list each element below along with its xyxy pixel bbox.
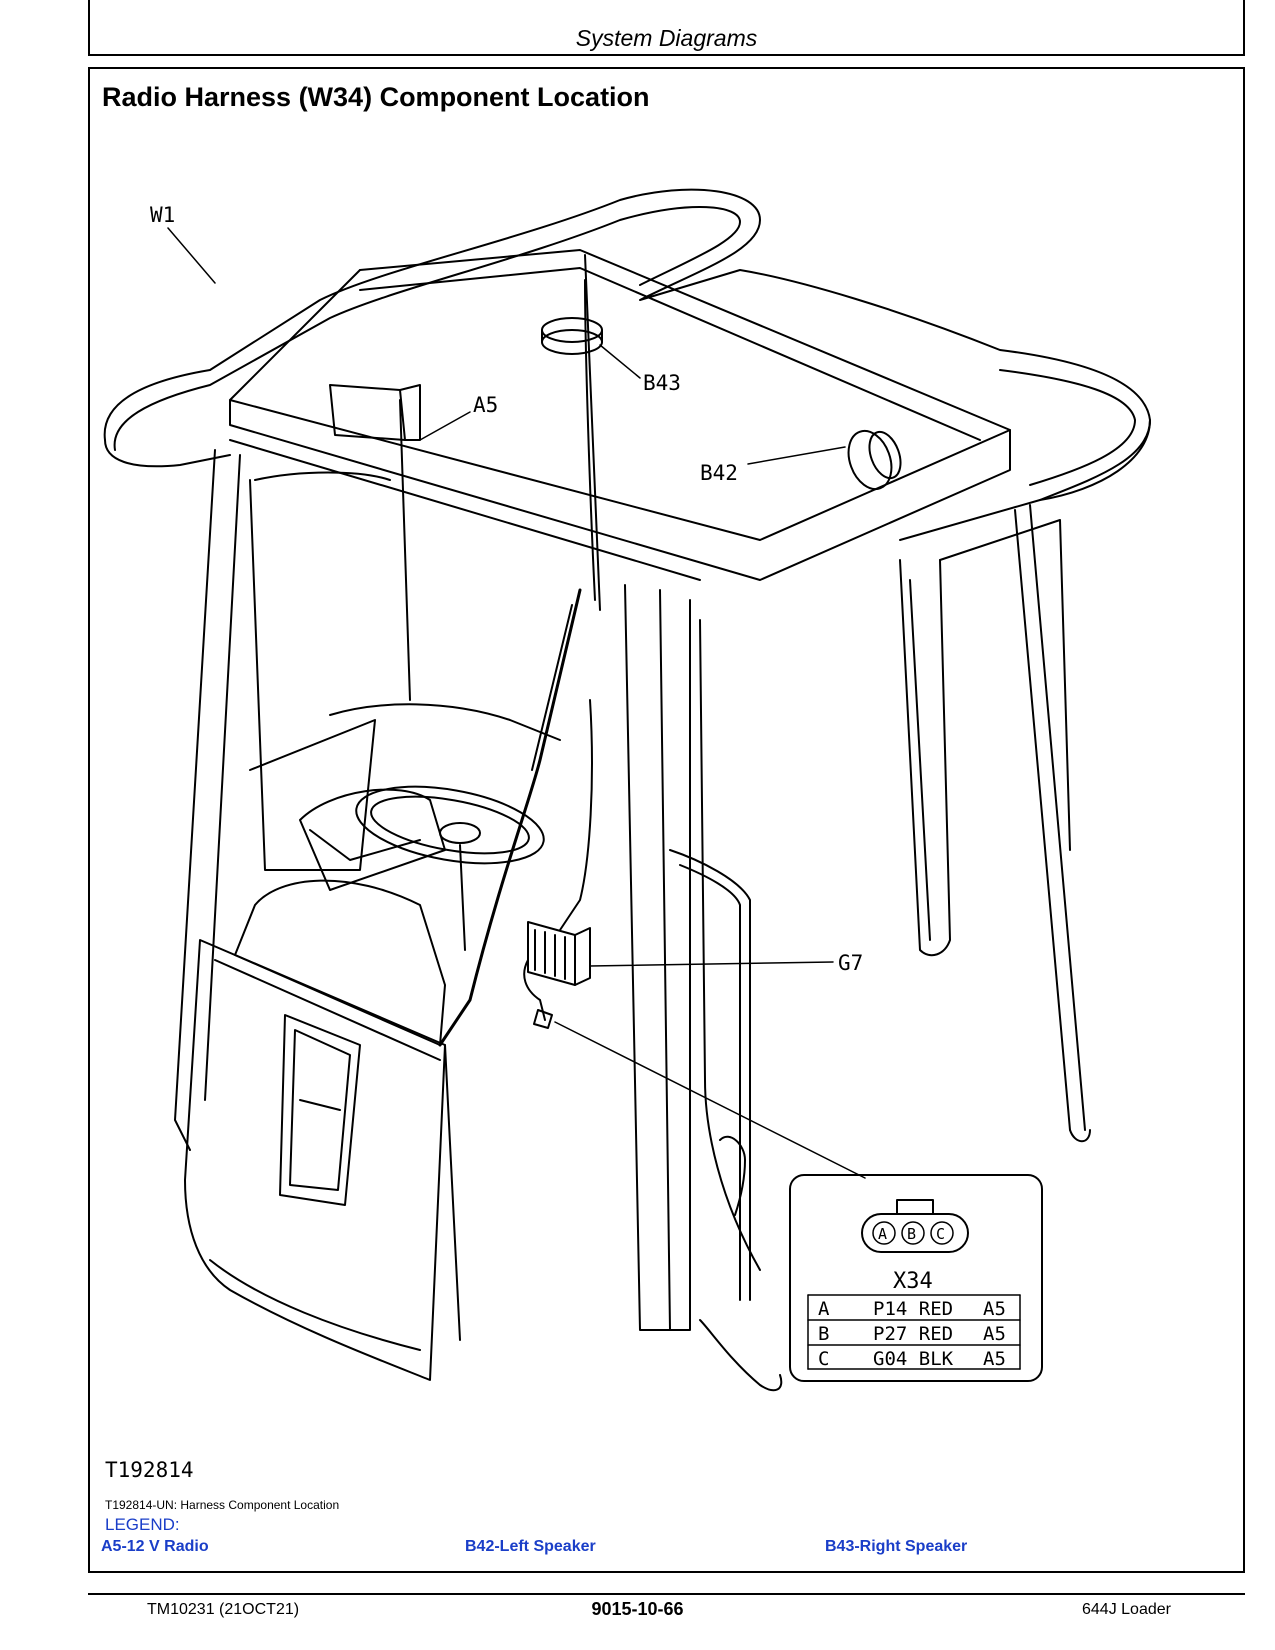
section-title: System Diagrams bbox=[575, 25, 758, 51]
pin-a-label: A bbox=[878, 1225, 887, 1243]
x34-leader bbox=[554, 1021, 866, 1179]
cab-right-post bbox=[1014, 509, 1071, 1131]
callout-w1: W1 bbox=[150, 203, 175, 227]
pin-b-label: B bbox=[907, 1225, 916, 1243]
right-door-frame bbox=[899, 559, 951, 957]
connector-table bbox=[807, 1294, 1021, 1370]
cab-component-diagram: W1 B43 A5 B42 G7 A B C X34 A P14 RED A5 … bbox=[103, 188, 1151, 1392]
b43-leader bbox=[599, 344, 641, 379]
roof-grab-rail bbox=[103, 188, 1151, 541]
connector-body bbox=[861, 1213, 969, 1253]
row-a-dest: A5 bbox=[983, 1298, 1006, 1320]
content-frame bbox=[88, 67, 1245, 1573]
console-vent bbox=[279, 1014, 361, 1206]
row-a-pin: A bbox=[818, 1298, 830, 1320]
cab-left-front-post bbox=[174, 449, 216, 1151]
b42-leader bbox=[747, 446, 846, 465]
legend-item-b43: B43-Right Speaker bbox=[825, 1538, 968, 1555]
front-console bbox=[184, 939, 446, 1381]
footer-model: 644J Loader bbox=[1082, 1601, 1171, 1618]
connector-latch bbox=[896, 1199, 934, 1215]
row-b-wire: P27 RED bbox=[873, 1323, 953, 1345]
row-a-wire: P14 RED bbox=[873, 1298, 953, 1320]
callout-a5: A5 bbox=[473, 393, 498, 417]
pin-c bbox=[930, 1221, 954, 1245]
pin-a bbox=[872, 1221, 896, 1245]
figure-caption: T192814-UN: Harness Component Location bbox=[105, 1498, 340, 1512]
b42-speaker bbox=[847, 429, 893, 491]
header-box: System Diagrams bbox=[88, 0, 1245, 56]
roof-front-beam bbox=[229, 399, 1011, 581]
connector-name: X34 bbox=[893, 1269, 933, 1294]
a5-radio bbox=[329, 384, 406, 441]
harness-run bbox=[438, 588, 582, 1047]
w1-leader bbox=[167, 227, 216, 284]
row-c-dest: A5 bbox=[983, 1348, 1006, 1370]
g7-leader bbox=[589, 961, 834, 967]
steering-wheel bbox=[355, 785, 545, 865]
footer-page-number: 9015-10-66 bbox=[591, 1599, 684, 1619]
callout-g7: G7 bbox=[838, 951, 863, 975]
legend-item-b42: B42-Left Speaker bbox=[465, 1538, 596, 1555]
row-b-dest: A5 bbox=[983, 1323, 1006, 1345]
callout-b42: B42 bbox=[700, 461, 738, 485]
figure-id: T192814 bbox=[105, 1458, 194, 1482]
row-c-pin: C bbox=[818, 1348, 829, 1370]
legend-item-a5: A5-12 V Radio bbox=[101, 1538, 209, 1555]
a5-leader bbox=[419, 411, 471, 441]
callout-b43: B43 bbox=[643, 371, 681, 395]
footer-manual: TM10231 (21OCT21) bbox=[147, 1601, 300, 1618]
row-c-wire: G04 BLK bbox=[873, 1348, 954, 1370]
pin-b bbox=[901, 1221, 925, 1245]
page-title: Radio Harness (W34) Component Location bbox=[102, 82, 650, 112]
footer-divider bbox=[88, 1593, 1245, 1595]
cab-center-post bbox=[624, 584, 691, 1331]
pin-c-label: C bbox=[936, 1225, 945, 1243]
x34-connector-box bbox=[789, 1174, 1043, 1382]
row-b-pin: B bbox=[818, 1323, 829, 1345]
operator-seat bbox=[234, 879, 446, 1046]
legend-title: LEGEND: bbox=[105, 1515, 180, 1534]
